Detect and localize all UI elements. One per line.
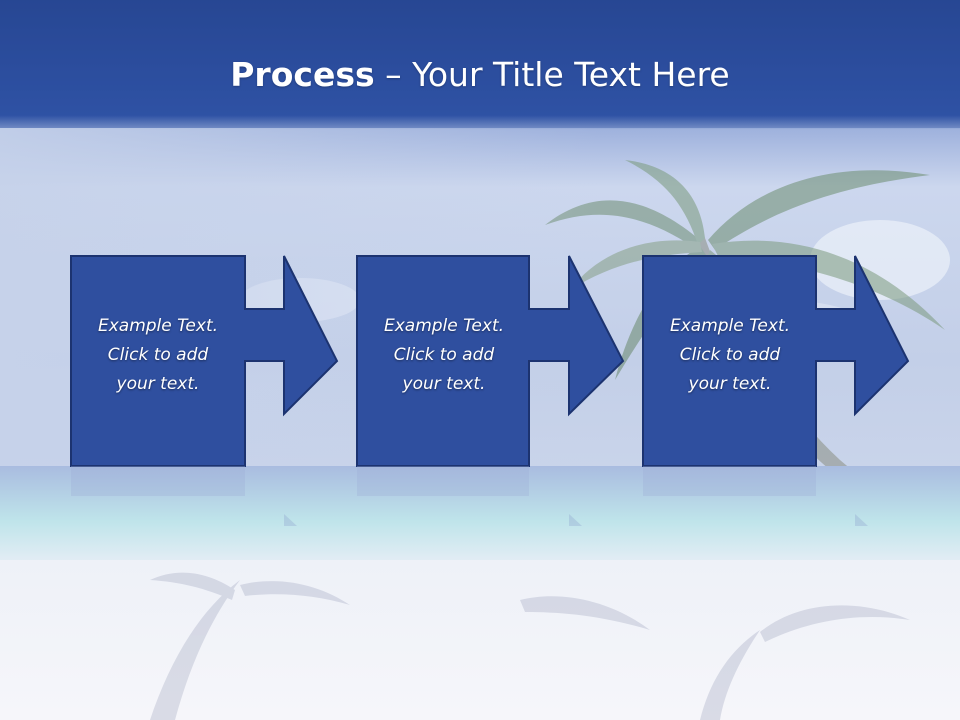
step-3-text[interactable]: Example Text. Click to add your text. [669, 316, 791, 394]
process-step-2[interactable]: Example Text. Click to add your text. [356, 255, 625, 526]
step-3-arrow-shape [642, 255, 910, 526]
step-2-arrow-shape [356, 255, 625, 526]
slide-title: Process – Your Title Text Here [0, 52, 960, 98]
step-1-text[interactable]: Example Text. Click to add your text. [97, 316, 219, 394]
step-1-arrow-shape [70, 255, 339, 526]
slide-title-bold: Process [230, 55, 375, 94]
slide-title-rest: – Your Title Text Here [374, 55, 730, 94]
process-step-1[interactable]: Example Text. Click to add your text. [70, 255, 339, 526]
step-2-text[interactable]: Example Text. Click to add your text. [383, 316, 505, 394]
process-step-3[interactable]: Example Text. Click to add your text. [642, 255, 910, 526]
